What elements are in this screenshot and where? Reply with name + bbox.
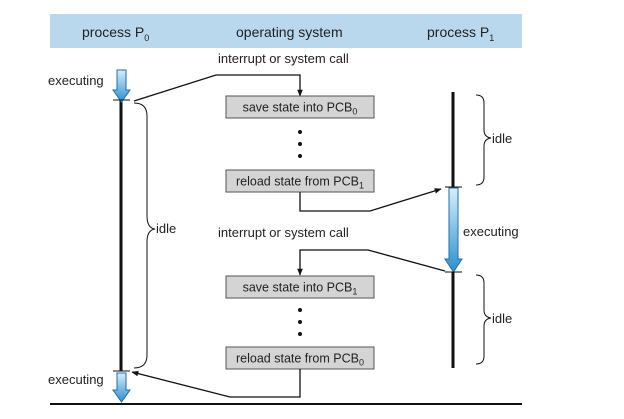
label-idle-p0: idle bbox=[156, 221, 176, 236]
header-process-p1: process P1 bbox=[427, 24, 494, 43]
box-reload-pcb1-text: reload state from PCB1 bbox=[236, 175, 364, 191]
label-interrupt-bottom: interrupt or system call bbox=[218, 225, 349, 240]
label-idle-p1-top: idle bbox=[492, 131, 512, 146]
arrow-os-to-p0 bbox=[131, 369, 301, 398]
arrow-interrupt-to-os-bottom bbox=[297, 249, 446, 276]
label-executing-p1: executing bbox=[463, 224, 519, 239]
dot bbox=[298, 154, 302, 158]
box-save-pcb1 bbox=[225, 275, 375, 299]
box-save-pcb0-text: save state into PCB0 bbox=[243, 101, 358, 117]
box-save-pcb1-text: save state into PCB1 bbox=[243, 281, 358, 297]
label-executing-p0-bottom: executing bbox=[48, 372, 104, 387]
p0-executing-arrow-top bbox=[112, 69, 131, 103]
p0-executing-arrow-bottom bbox=[112, 372, 131, 403]
label-executing-p0-top: executing bbox=[48, 73, 104, 88]
label-idle-p1-bottom: idle bbox=[492, 311, 512, 326]
arrow-interrupt-to-os-top bbox=[133, 74, 303, 102]
p1-executing-arrow bbox=[444, 187, 463, 273]
label-interrupt-top: interrupt or system call bbox=[218, 51, 349, 66]
brace-idle-p1-top bbox=[475, 94, 492, 186]
box-reload-pcb0-text: reload state from PCB0 bbox=[236, 352, 364, 368]
dot bbox=[298, 130, 302, 134]
brace-idle-p0 bbox=[133, 102, 156, 369]
brace-idle-p1-bottom bbox=[475, 274, 492, 365]
arrow-os-to-p1 bbox=[299, 188, 442, 212]
header-operating-system: operating system bbox=[236, 24, 343, 40]
dot bbox=[298, 142, 302, 146]
dot bbox=[298, 308, 302, 312]
header-process-p0: process P0 bbox=[82, 24, 149, 43]
dot bbox=[298, 332, 302, 336]
dot bbox=[298, 320, 302, 324]
header-band bbox=[50, 14, 522, 48]
box-save-pcb0 bbox=[225, 95, 375, 119]
